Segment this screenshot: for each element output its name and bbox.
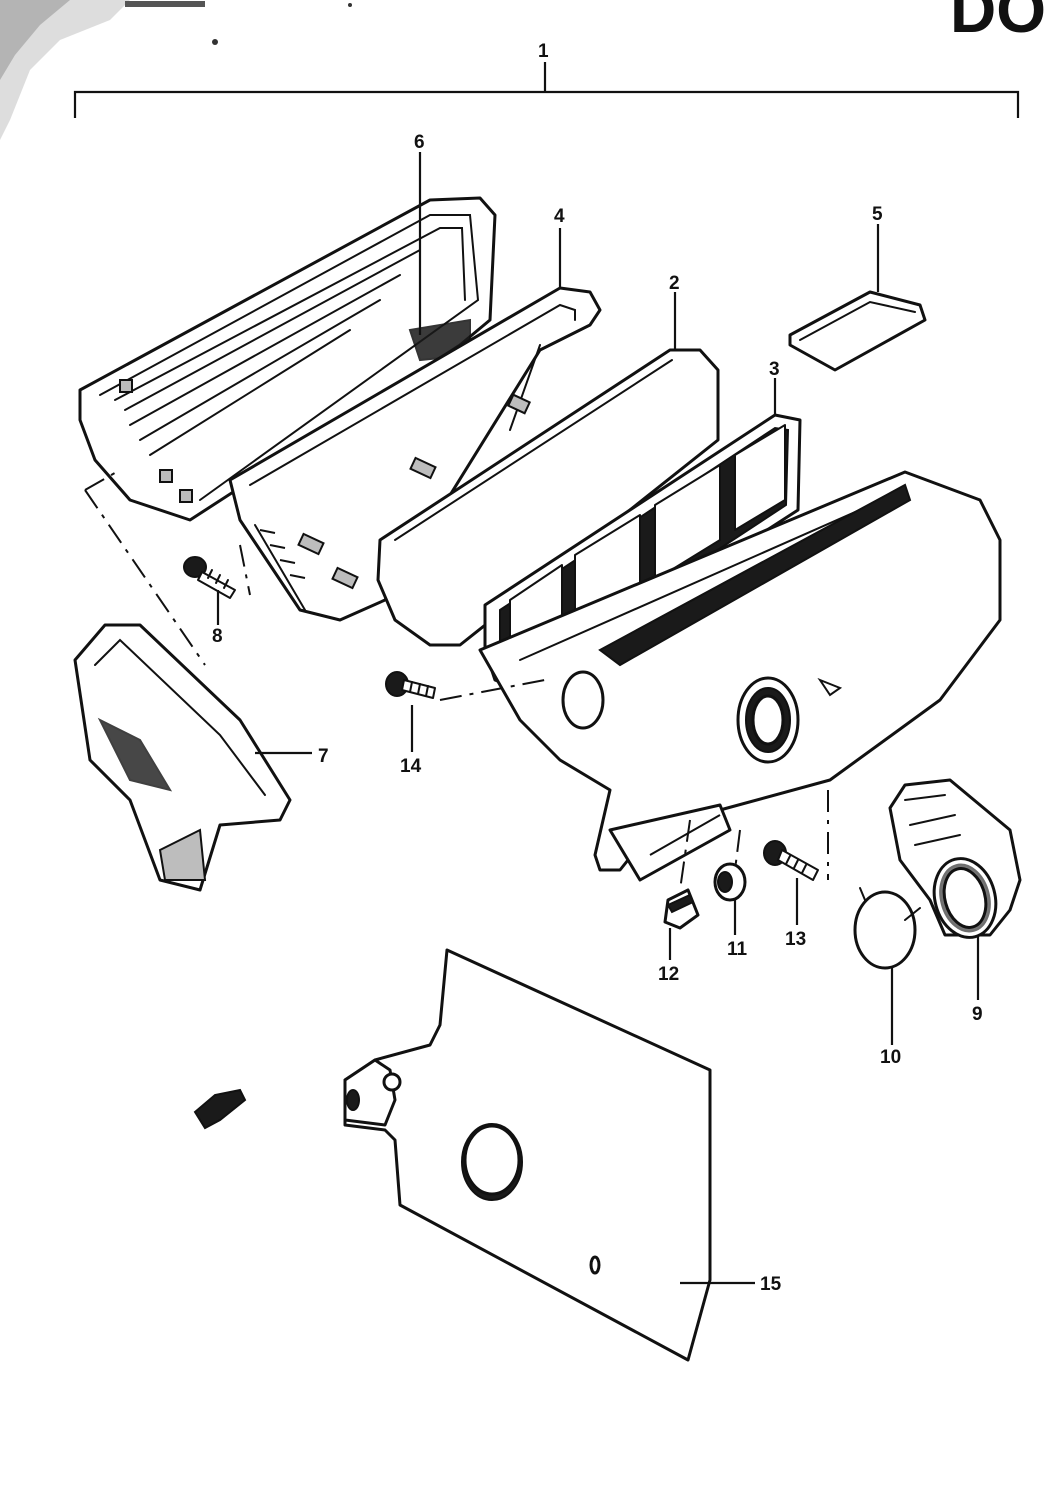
scan-noise — [0, 0, 352, 140]
part-12-drain-plug — [663, 888, 700, 930]
callout-10: 10 — [880, 1047, 901, 1068]
part-11-grommet — [713, 862, 747, 902]
assembly-bracket — [73, 62, 1020, 118]
part-8-screw — [183, 556, 236, 599]
callout-8: 8 — [212, 626, 223, 647]
part-7-cover — [73, 623, 292, 892]
part-14-bolt — [385, 671, 436, 699]
leader-lines — [216, 152, 980, 1285]
callout-6: 6 — [414, 132, 425, 153]
part-6-air-cleaner-cap — [78, 196, 497, 522]
callout-7: 7 — [318, 746, 329, 767]
assembly-lines — [84, 469, 829, 891]
part-4-frame — [228, 286, 602, 622]
callout-14: 14 — [400, 756, 422, 777]
callout-4: 4 — [554, 206, 565, 227]
part-9-inlet-duct — [888, 778, 1022, 939]
callout-11: 11 — [727, 939, 748, 960]
callout-2: 2 — [669, 273, 680, 294]
callout-12: 12 — [658, 964, 679, 985]
part-5-bracket — [788, 290, 927, 372]
page-code: DO — [950, 0, 1046, 46]
callout-3: 3 — [769, 359, 780, 380]
part-15-cover-plate — [343, 948, 712, 1362]
callout-5: 5 — [872, 204, 883, 225]
callout-13: 13 — [785, 929, 806, 950]
callout-15: 15 — [760, 1274, 782, 1295]
part-13-bolt — [763, 840, 819, 881]
air-cleaner-case — [478, 470, 1002, 882]
front-arrow-icon — [193, 1088, 247, 1130]
part-10-cap — [853, 887, 921, 970]
callout-1: 1 — [538, 41, 549, 62]
callout-labels: 1 2 3 4 5 6 7 8 9 10 11 12 13 14 15 — [212, 41, 983, 1295]
callout-9: 9 — [972, 1004, 983, 1025]
